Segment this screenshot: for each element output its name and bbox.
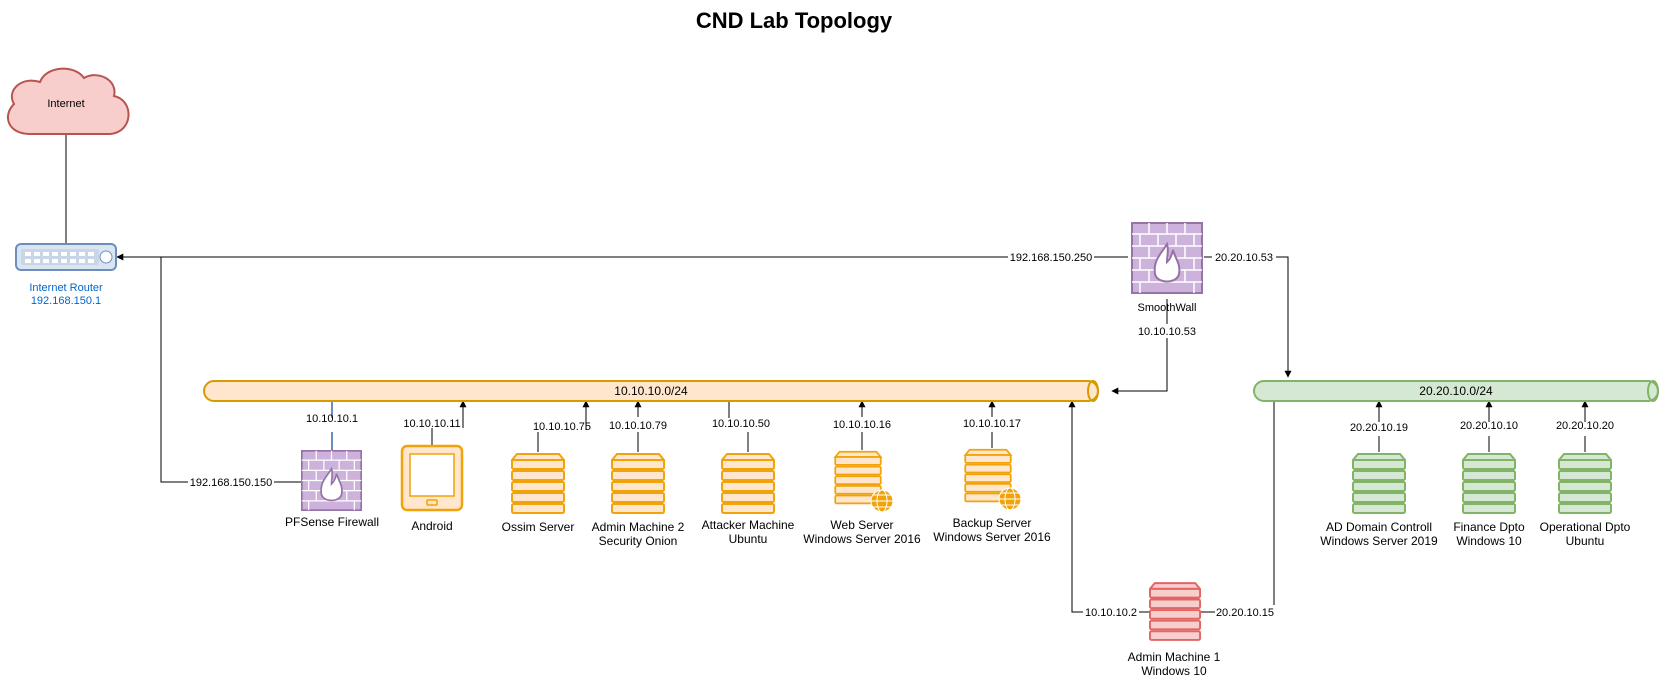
globe-icon: [998, 487, 1022, 511]
smoothwall-net2-link: [1204, 256, 1292, 378]
ad-os: Windows Server 2019: [1320, 534, 1438, 548]
android-ip: 10.10.10.11: [403, 418, 460, 430]
backup-os: Windows Server 2016: [933, 530, 1051, 544]
network-bus-10: 10.10.10.0/24: [203, 380, 1099, 402]
smoothwall-firewall-icon: [1131, 222, 1203, 294]
admin2-os: Security Onion: [599, 534, 678, 548]
smoothwall-name: SmoothWall: [1138, 302, 1197, 314]
pfsense-ip2: 192.168.150.150: [190, 477, 273, 489]
operational-server-icon: [1558, 453, 1612, 514]
finance-name: Finance Dpto: [1453, 520, 1525, 534]
smoothwall-ip-right: 20.20.10.53: [1215, 252, 1273, 264]
pfsense-ip: 10.10.10.1: [306, 413, 358, 425]
internet-label: Internet: [47, 98, 84, 110]
smoothwall-ip-right-bg: [1212, 250, 1276, 264]
backup-name: Backup Server: [953, 516, 1032, 530]
globe-icon: [870, 489, 894, 513]
attacker-os: Ubuntu: [729, 532, 768, 546]
webserver-os: Windows Server 2016: [803, 532, 921, 546]
attacker-server-icon: [721, 453, 775, 514]
finance-server-icon: [1462, 453, 1516, 514]
pfsense-name: PFSense Firewall: [285, 515, 379, 529]
smoothwall-ip-down: 10.10.10.53: [1138, 326, 1196, 338]
ad-server-icon: [1352, 453, 1406, 514]
operational-name: Operational Dpto: [1540, 520, 1631, 534]
admin1-name: Admin Machine 1: [1128, 650, 1221, 664]
page-title: CND Lab Topology: [696, 8, 893, 33]
ossim-name: Ossim Server: [502, 520, 575, 534]
admin1-net2-link: [1200, 402, 1275, 613]
router-ip: 192.168.150.1: [31, 295, 101, 307]
ad-name: AD Domain Controll: [1326, 520, 1432, 534]
finance-os: Windows 10: [1456, 534, 1522, 548]
operational-os: Ubuntu: [1566, 534, 1605, 548]
admin1-server-icon: [1149, 582, 1201, 641]
operational-ip: 20.20.10.20: [1556, 420, 1614, 432]
admin1-net1-link: [1068, 400, 1149, 613]
admin1-os: Windows 10: [1141, 664, 1207, 678]
smoothwall-ip-left: 192.168.150.250: [1010, 252, 1093, 264]
finance-ip: 20.20.10.10: [1460, 420, 1518, 432]
network-bus-20: 20.20.10.0/24: [1253, 380, 1659, 402]
network-bus-20-label: 20.20.10.0/24: [1419, 384, 1493, 398]
pfsense-firewall-icon: [301, 450, 362, 511]
android-name: Android: [411, 519, 452, 533]
tablet-icon: [400, 444, 464, 512]
ossim-server-icon: [511, 453, 565, 514]
admin1-ip-left: 10.10.10.2: [1085, 607, 1137, 619]
pfsense-ip2-bg: [188, 475, 274, 489]
cloud-icon: Internet: [6, 67, 130, 135]
ad-ip: 20.20.10.19: [1350, 422, 1408, 434]
network-bus-10-label: 10.10.10.0/24: [614, 384, 688, 398]
admin2-ip: 10.10.10.79: [609, 420, 667, 432]
admin2-name: Admin Machine 2: [592, 520, 685, 534]
router-name: Internet Router: [29, 282, 103, 294]
webserver-name: Web Server: [830, 518, 893, 532]
smoothwall-ip-down-bg: [1136, 324, 1198, 338]
admin2-server-icon: [611, 453, 665, 514]
attacker-ip: 10.10.10.50: [712, 418, 770, 430]
pfsense-router-link: [160, 257, 301, 483]
smoothwall-ip-left-bg: [1008, 250, 1094, 264]
webserver-ip: 10.10.10.16: [833, 419, 891, 431]
ossim-ip: 10.10.10.75: [533, 421, 591, 433]
admin1-ip-right-bg: [1215, 605, 1275, 619]
admin1-ip-right: 20.20.10.15: [1216, 607, 1274, 619]
attacker-name: Attacker Machine: [702, 518, 795, 532]
backup-ip: 10.10.10.17: [963, 418, 1021, 430]
admin1-ip-left-bg: [1083, 605, 1139, 619]
router-icon: [15, 243, 117, 271]
